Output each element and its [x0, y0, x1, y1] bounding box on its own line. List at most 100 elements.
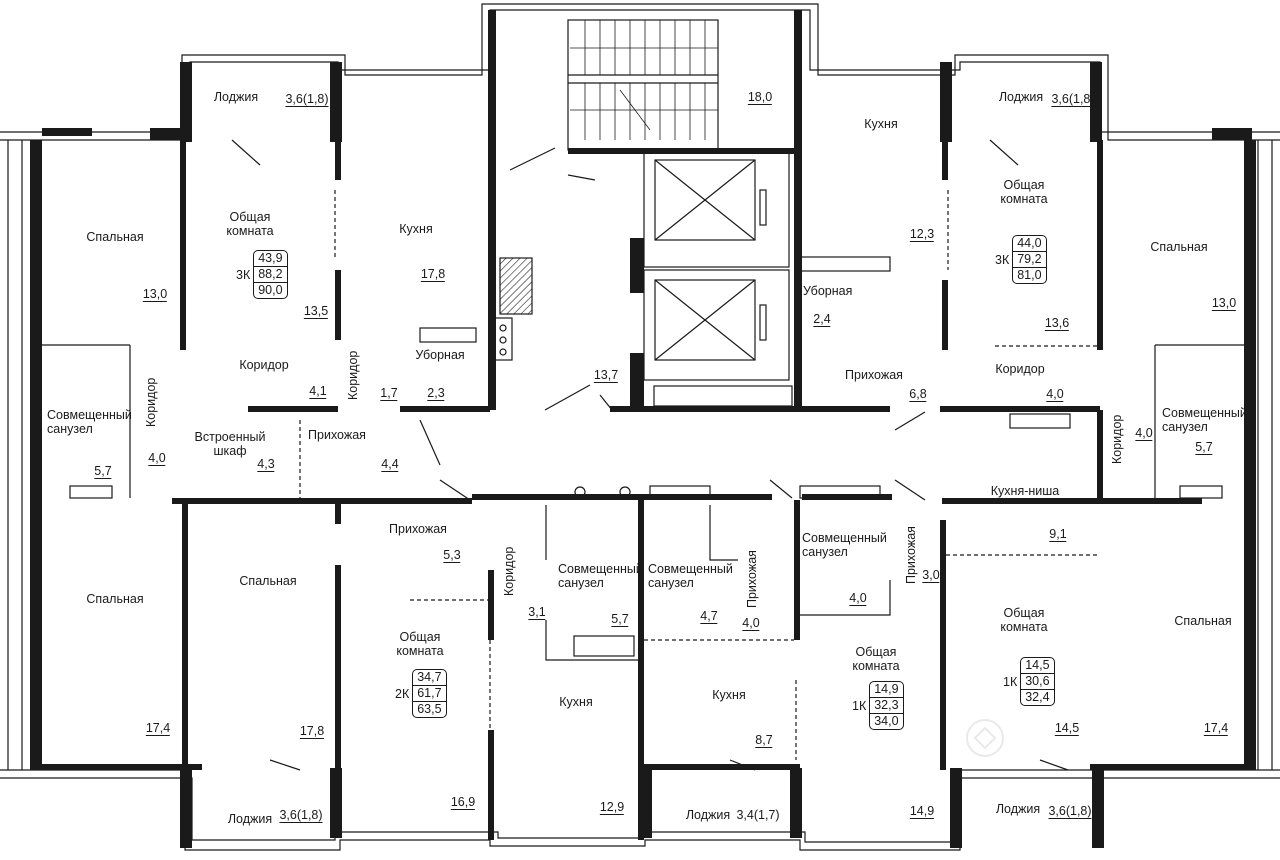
room-name: Коридор — [346, 350, 360, 400]
total-area: 34,0 — [874, 714, 899, 728]
room-name: Прихожая — [389, 522, 447, 536]
room-area: 13,0 — [142, 287, 168, 302]
room-area: 14,5 — [1054, 721, 1080, 736]
apartment-summary-2k: 2К 34,7 61,7 63,5 — [395, 669, 447, 718]
room-area: 4,0 — [1135, 426, 1153, 441]
room-area: 5,7 — [94, 464, 112, 479]
room-name: Прихожая — [845, 368, 903, 382]
room-area: 4,7 — [700, 609, 718, 624]
room-name: Кухня — [712, 688, 746, 702]
room-area: 1,7 — [380, 386, 398, 401]
living-area: 14,9 — [874, 682, 899, 696]
apartment-summary-3k-right: 3К 44,0 79,2 81,0 — [995, 235, 1047, 284]
room-area: 3,4(1,7) — [736, 808, 780, 822]
room-area: 9,1 — [1049, 527, 1067, 542]
room-name: Спальная — [239, 574, 297, 588]
room-name: Лоджия — [998, 90, 1044, 104]
room-name: Кухня — [559, 695, 593, 709]
room-area: 4,1 — [309, 384, 327, 399]
watermark-logo — [966, 719, 1004, 757]
room-area: 12,9 — [599, 800, 625, 815]
room-name: Общая комната — [226, 210, 274, 238]
room-name: Совмещенный санузел — [802, 531, 887, 559]
total-area: 32,4 — [1025, 690, 1050, 704]
room-name: Совмещенный санузел — [1162, 406, 1247, 434]
apartment-summary-1k-right: 1К 14,5 30,6 32,4 — [1003, 657, 1055, 706]
room-area: 3,0 — [922, 568, 940, 583]
room-name: Коридор — [995, 362, 1045, 376]
room-name: Коридор — [239, 358, 289, 372]
room-area: 3,6(1,8) — [279, 808, 323, 823]
room-name: Встроенный шкаф — [194, 430, 266, 458]
room-name: Уборная — [803, 284, 853, 298]
room-area: 6,8 — [909, 387, 927, 402]
room-area: 13,0 — [1211, 296, 1237, 311]
total-area: 63,5 — [417, 702, 442, 716]
room-area: 5,7 — [611, 612, 629, 627]
apartment-summary-1k-middle: 1К 14,9 32,3 34,0 — [852, 681, 904, 730]
room-name: Общая комната — [852, 645, 900, 673]
room-name: Коридор — [144, 377, 158, 427]
room-name: Прихожая — [904, 526, 918, 584]
room-area: 3,6(1,8) — [1048, 804, 1092, 819]
room-area: 5,7 — [1195, 440, 1213, 455]
room-area: 17,8 — [299, 724, 325, 739]
room-area: 5,3 — [443, 548, 461, 563]
apartment-type: 3К — [236, 267, 251, 282]
room-name: Кухня-ниша — [990, 484, 1060, 498]
room-name: Спальная — [86, 230, 144, 244]
room-name: Спальная — [1150, 240, 1208, 254]
room-name: Лоджия — [685, 808, 731, 822]
living-area: 44,0 — [1017, 236, 1042, 250]
room-area: 12,3 — [909, 227, 935, 242]
room-name: Кухня — [864, 117, 898, 131]
room-area: 4,0 — [148, 451, 166, 466]
room-area: 3,6(1,8) — [1051, 92, 1095, 107]
area-without-loggia: 30,6 — [1021, 673, 1054, 690]
area-without-loggia: 88,2 — [254, 266, 287, 283]
total-area: 90,0 — [258, 283, 283, 297]
room-area: 3,6(1,8) — [285, 92, 329, 107]
room-area: 14,9 — [909, 804, 935, 819]
room-name: Лоджия — [995, 802, 1041, 816]
room-name: Коридор — [1110, 414, 1124, 464]
room-name: Общая комната — [1000, 178, 1048, 206]
outer-wall-bottom — [0, 769, 1280, 851]
room-area: 13,5 — [303, 304, 329, 319]
room-name: Совмещенный санузел — [648, 562, 733, 590]
room-area: 4,0 — [1046, 387, 1064, 402]
room-area: 8,7 — [755, 733, 773, 748]
room-name: Лоджия — [227, 812, 273, 826]
room-name: Общая комната — [1000, 606, 1048, 634]
room-name: Кухня — [399, 222, 433, 236]
room-name: Совмещенный санузел — [47, 408, 132, 436]
room-area: 4,0 — [742, 616, 760, 631]
apartment-type: 1К — [1003, 674, 1018, 689]
room-name: Спальная — [86, 592, 144, 606]
room-name: Совмещенный санузел — [558, 562, 643, 590]
room-area: 13,6 — [1044, 316, 1070, 331]
room-area: 17,8 — [420, 267, 446, 282]
hall-area: 13,7 — [593, 368, 619, 383]
total-area: 81,0 — [1017, 268, 1042, 282]
living-area: 43,9 — [258, 251, 283, 265]
room-name: Прихожая — [308, 428, 366, 442]
apartment-type: 1К — [852, 698, 867, 713]
apartment-summary-3k-left: 3К 43,9 88,2 90,0 — [236, 250, 288, 299]
room-name: Спальная — [1174, 614, 1232, 628]
room-area: 2,4 — [813, 312, 831, 327]
area-without-loggia: 61,7 — [413, 685, 446, 702]
area-without-loggia: 79,2 — [1013, 251, 1046, 268]
room-area: 4,4 — [381, 457, 399, 472]
room-area: 4,0 — [849, 591, 867, 606]
room-name: Уборная — [415, 348, 465, 362]
room-name: Общая комната — [396, 630, 444, 658]
apartment-type: 2К — [395, 686, 410, 701]
outer-wall-top-inner — [0, 3, 1280, 141]
room-name: Коридор — [502, 546, 516, 596]
area-without-loggia: 32,3 — [870, 697, 903, 714]
living-area: 34,7 — [417, 670, 442, 684]
room-name: Лоджия — [213, 90, 259, 104]
room-area: 17,4 — [145, 721, 171, 736]
